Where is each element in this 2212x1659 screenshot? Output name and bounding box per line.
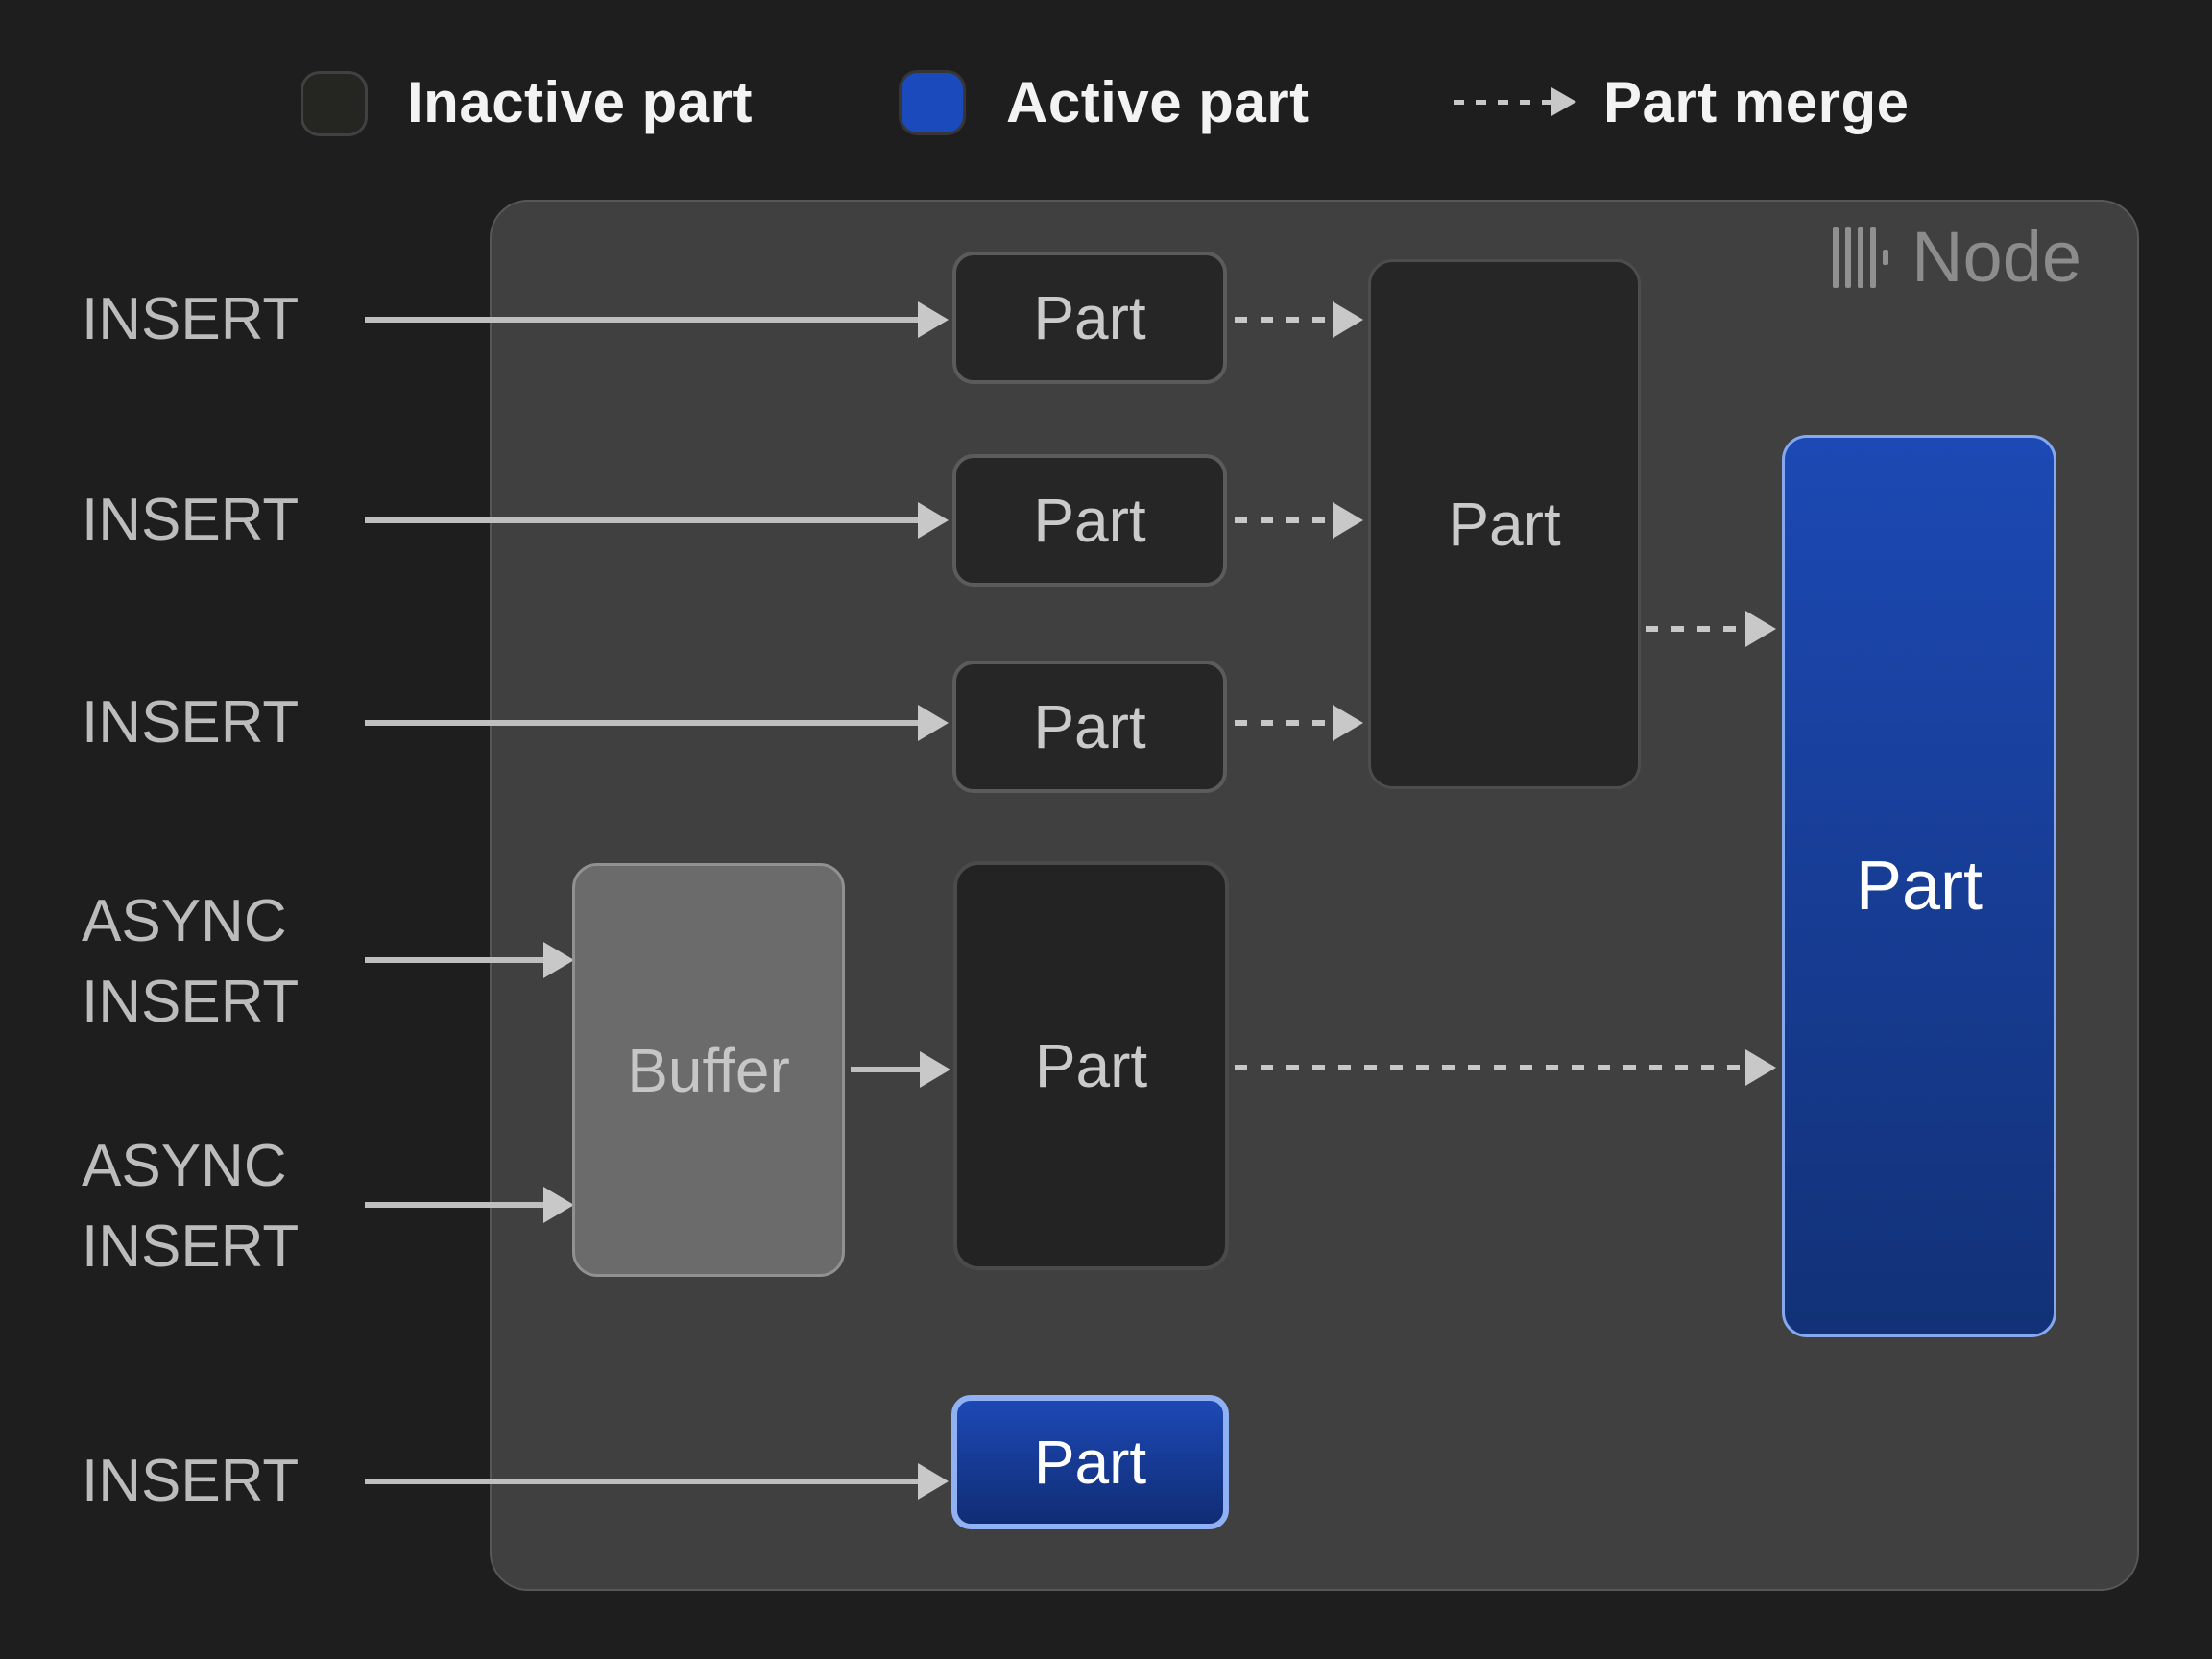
insert-label-3: INSERT [82,689,300,756]
buffer-box: Buffer [572,863,845,1277]
active-part-label: Active part [1006,69,1310,134]
active-part-box-label: Part [1855,848,1984,925]
async-part-label: Part [1034,1031,1148,1100]
async-part-box: Part [953,861,1229,1270]
insert-label-2: INSERT [82,487,300,553]
async-insert-label-1: ASYNC INSERT [82,888,300,1035]
clickhouse-logo-icon [1833,227,1889,288]
buffer-label: Buffer [627,1035,790,1105]
inactive-part-swatch [301,71,368,136]
insert-label-1: INSERT [82,286,300,352]
node-title: Node [1911,217,2081,297]
part-merge-label: Part merge [1603,69,1910,134]
part-box-1-label: Part [1033,283,1146,352]
part-box-3-label: Part [1033,692,1146,761]
part-box-3: Part [952,661,1227,793]
part-box-2-label: Part [1033,486,1146,555]
bottom-active-part-box: Part [951,1395,1229,1529]
merged-part-label: Part [1448,490,1561,559]
async-insert-label-2: ASYNC INSERT [82,1133,300,1280]
merged-part-box: Part [1368,259,1641,789]
insert-label-4: INSERT [82,1448,300,1514]
node-header: Node [1833,217,2081,297]
part-box-1: Part [952,252,1227,384]
part-box-2: Part [952,454,1227,587]
bottom-active-part-label: Part [1033,1428,1147,1497]
inactive-part-label: Inactive part [407,69,753,134]
active-part-swatch [899,70,966,135]
active-part-box: Part [1782,435,2056,1337]
